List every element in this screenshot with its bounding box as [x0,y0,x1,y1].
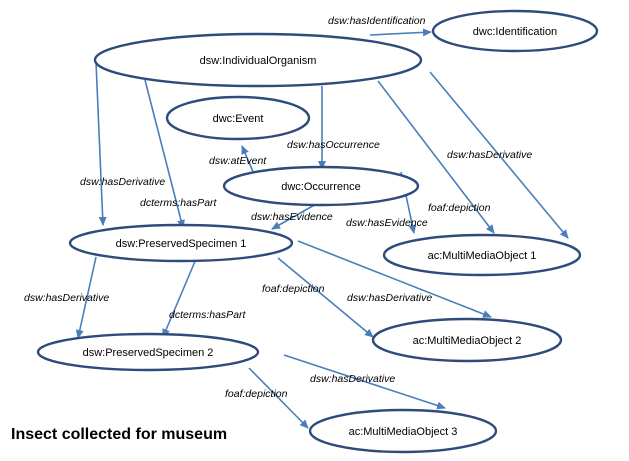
edge-label-depiction-1: foaf:depiction [428,202,491,214]
node-occurrence[interactable]: dwc:Occurrence [222,165,420,207]
edge-at-event [241,145,255,175]
node-individual-organism[interactable]: dsw:IndividualOrganism [93,32,423,88]
edge-label-has-evidence-1: dsw:hasEvidence [251,211,333,223]
edge-label-has-derivative-right: dsw:hasDerivative [447,149,532,161]
node-multimedia-object-1[interactable]: ac:MultiMediaObject 1 [382,233,582,277]
node-label: dsw:IndividualOrganism [200,55,317,67]
edge-labels: dsw:hasIdentification dsw:hasOccurrence … [24,15,532,400]
edge-label-depiction-2: foaf:depiction [262,283,325,295]
edge-label-has-evidence-2: dsw:hasEvidence [346,217,428,229]
edge-label-has-derivative-s2: dsw:hasDerivative [310,373,395,385]
edge-has-derivative-left [95,61,107,226]
edge-label-has-derivative-s1-right: dsw:hasDerivative [347,292,432,304]
diagram-caption: Insect collected for museum [11,426,228,443]
edge-has-evidence-1 [271,202,319,230]
node-label: ac:MultiMediaObject 1 [428,250,537,262]
edge-has-derivative-s1-left [75,256,97,339]
node-multimedia-object-3[interactable]: ac:MultiMediaObject 3 [308,408,498,454]
edge-has-part-2 [162,258,197,338]
node-event[interactable]: dwc:Event [165,95,311,141]
edge-label-has-derivative-s1-left: dsw:hasDerivative [24,292,109,304]
node-multimedia-object-2[interactable]: ac:MultiMediaObject 2 [371,317,563,363]
edges [75,28,569,429]
edge-label-has-part-2: dcterms:hasPart [169,309,247,321]
edge-has-identification [369,28,432,37]
node-label: ac:MultiMediaObject 3 [349,426,458,438]
edge-label-at-event: dsw:atEvent [209,155,267,167]
edge-label-has-part-1: dcterms:hasPart [140,197,218,209]
edge-has-derivative-s2 [283,354,446,410]
edge-has-derivative-s1-right [297,240,492,318]
edge-label-has-occurrence: dsw:hasOccurrence [287,139,380,151]
node-label: ac:MultiMediaObject 2 [413,335,522,347]
edge-label-depiction-3: foaf:depiction [225,388,288,400]
node-preserved-specimen-1[interactable]: dsw:PreservedSpecimen 1 [68,223,294,263]
node-label: dsw:PreservedSpecimen 2 [83,347,214,359]
edge-depiction-3 [248,367,309,429]
node-identification[interactable]: dwc:Identification [431,9,599,53]
node-label: dwc:Identification [473,26,557,38]
edge-has-part-1 [144,79,185,229]
edge-depiction-1 [377,80,495,234]
node-label: dwc:Event [213,113,264,125]
edge-label-has-identification: dsw:hasIdentification [328,15,426,27]
node-preserved-specimen-2[interactable]: dsw:PreservedSpecimen 2 [36,332,260,372]
edge-has-derivative-right [429,71,569,239]
edge-depiction-2 [277,257,374,338]
edge-label-has-derivative-left: dsw:hasDerivative [80,176,165,188]
node-label: dsw:PreservedSpecimen 1 [116,238,247,250]
node-label: dwc:Occurrence [281,181,360,193]
